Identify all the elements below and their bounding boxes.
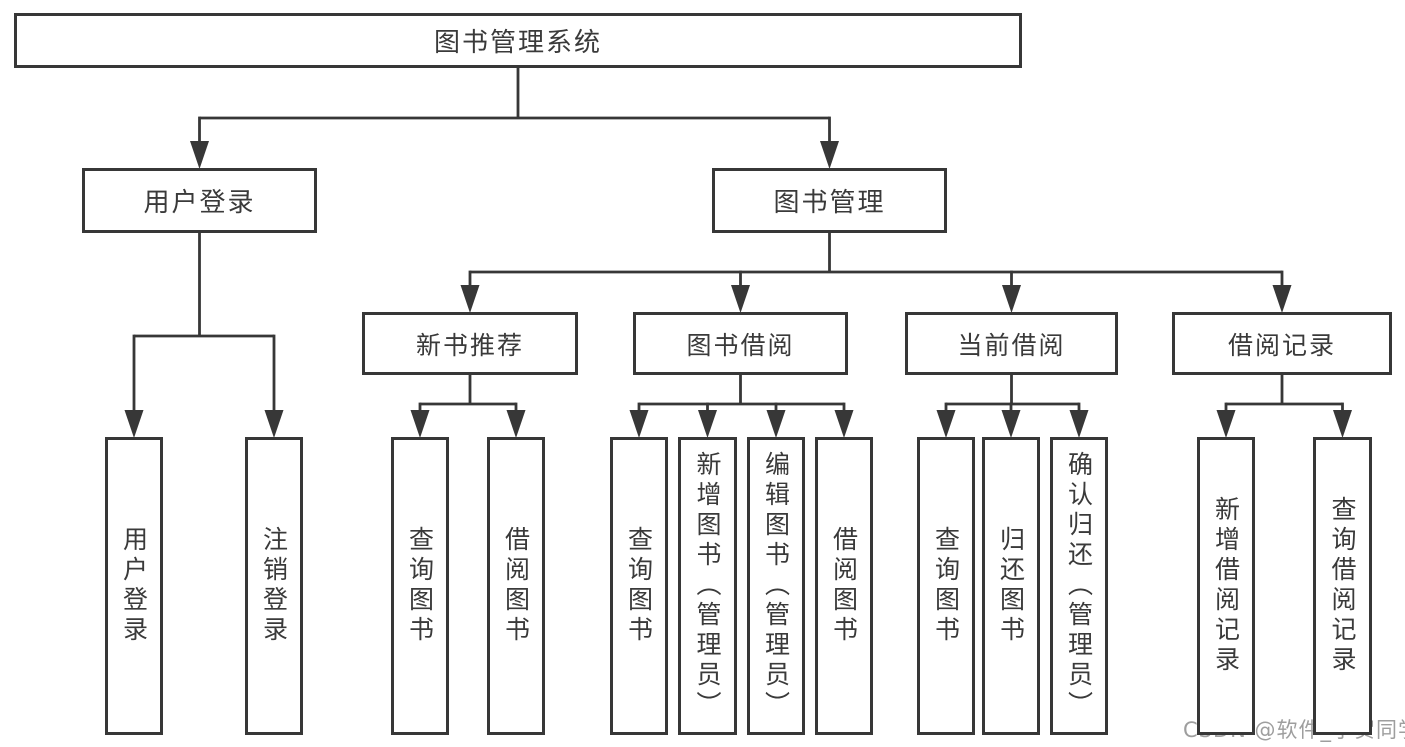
edge-book-borrow-arrowhead-icon [731, 285, 750, 313]
node-leaf-add-record: 新增借阅记录 [1197, 437, 1255, 735]
edge-leaf-borrow-book-2-arrowhead-icon [834, 410, 854, 438]
edge-new-book-rec-arrowhead-icon [460, 285, 480, 313]
edge-leaf-confirm-return-arrowhead-icon [1069, 410, 1089, 438]
node-leaf-borrow-book-1: 借阅图书 [487, 437, 545, 735]
node-label-leaf-query-book-1: 查询图书 [405, 526, 435, 646]
edge-leaf-borrow-book-1-arrowhead-icon [506, 410, 526, 438]
node-label-leaf-confirm-return: 确认归还（管理员） [1064, 451, 1094, 721]
node-leaf-confirm-return: 确认归还（管理员） [1050, 437, 1108, 735]
edge-borrow-records-arrowhead-icon [1272, 285, 1292, 313]
edge-leaf-return-book-arrowhead-icon [1001, 410, 1021, 438]
node-leaf-query-book-3: 查询图书 [917, 437, 975, 735]
edge-book-mgmt-arrowhead-icon [820, 141, 839, 169]
node-label-leaf-borrow-book-2: 借阅图书 [829, 526, 859, 646]
node-user-login: 用户登录 [82, 168, 317, 233]
edge-leaf-query-book-1-arrowhead-icon [410, 410, 430, 438]
node-new-book-rec: 新书推荐 [362, 312, 578, 375]
node-label-borrow-records: 借阅记录 [1227, 330, 1336, 360]
node-label-new-book-rec: 新书推荐 [415, 330, 524, 360]
node-label-leaf-add-record: 新增借阅记录 [1211, 496, 1241, 676]
node-label-root: 图书管理系统 [433, 28, 602, 58]
node-label-leaf-borrow-book-1: 借阅图书 [501, 526, 531, 646]
node-leaf-logout: 注销登录 [245, 437, 303, 735]
node-leaf-edit-book: 编辑图书（管理员） [747, 437, 805, 735]
node-leaf-add-book: 新增图书（管理员） [678, 437, 737, 735]
edge-leaf-query-book-2-arrowhead-icon [629, 410, 649, 438]
node-leaf-query-book-2: 查询图书 [610, 437, 668, 735]
node-leaf-query-book-1: 查询图书 [391, 437, 449, 735]
node-label-current-borrow: 当前借阅 [957, 330, 1066, 360]
edge-leaf-add-book-arrowhead-icon [698, 410, 717, 438]
node-leaf-query-record: 查询借阅记录 [1313, 437, 1372, 735]
edge-leaf-query-book-3-arrowhead-icon [936, 410, 956, 438]
node-current-borrow: 当前借阅 [905, 312, 1118, 375]
edge-current-borrow-arrowhead-icon [1002, 285, 1021, 313]
node-label-user-login: 用户登录 [143, 188, 256, 218]
node-label-leaf-edit-book: 编辑图书（管理员） [761, 451, 791, 721]
node-leaf-borrow-book-2: 借阅图书 [815, 437, 873, 735]
edge-leaf-query-record-arrowhead-icon [1333, 410, 1352, 438]
node-leaf-return-book: 归还图书 [982, 437, 1040, 735]
node-book-borrow: 图书借阅 [633, 312, 848, 375]
node-borrow-records: 借阅记录 [1172, 312, 1392, 375]
node-root: 图书管理系统 [14, 13, 1022, 68]
node-label-book-borrow: 图书借阅 [686, 330, 795, 360]
node-label-book-mgmt: 图书管理 [773, 188, 886, 218]
edge-leaf-add-record-arrowhead-icon [1216, 410, 1236, 438]
node-label-leaf-query-book-3: 查询图书 [931, 526, 961, 646]
edge-user-login-arrowhead-icon [190, 141, 209, 169]
node-label-leaf-return-book: 归还图书 [996, 526, 1026, 646]
node-label-leaf-add-book: 新增图书（管理员） [693, 451, 722, 721]
node-label-leaf-query-book-2: 查询图书 [624, 526, 654, 646]
node-label-leaf-user-login: 用户登录 [119, 526, 149, 646]
edge-leaf-edit-book-arrowhead-icon [766, 410, 786, 438]
node-label-leaf-query-record: 查询借阅记录 [1328, 496, 1357, 676]
edge-leaf-user-login-arrowhead-icon [124, 410, 144, 438]
edge-leaf-logout-arrowhead-icon [264, 410, 284, 438]
node-book-mgmt: 图书管理 [712, 168, 947, 233]
node-leaf-user-login: 用户登录 [105, 437, 163, 735]
node-label-leaf-logout: 注销登录 [259, 526, 289, 646]
